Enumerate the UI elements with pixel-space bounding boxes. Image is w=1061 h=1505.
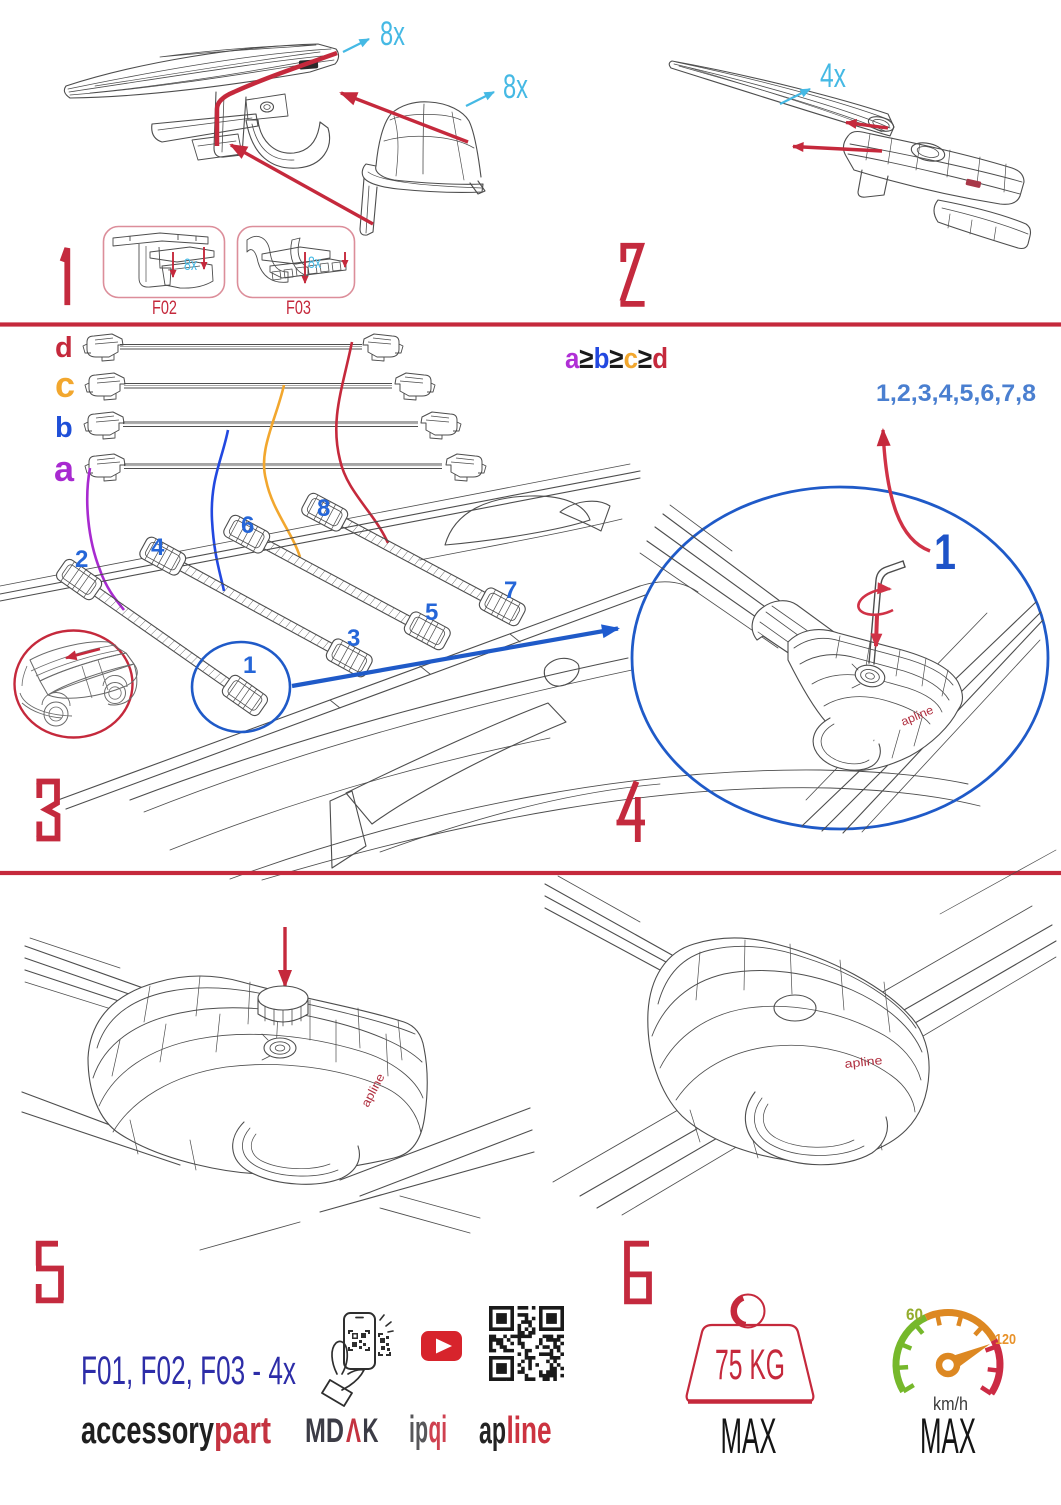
- svg-text:accessory: accessory: [81, 1410, 214, 1452]
- svg-text:F03: F03: [286, 298, 311, 319]
- svg-text:3: 3: [347, 625, 360, 652]
- svg-text:apline: apline: [844, 1053, 884, 1071]
- svg-text:c: c: [55, 364, 75, 405]
- svg-text:6: 6: [241, 512, 254, 539]
- svg-text:ip: ip: [409, 1409, 428, 1451]
- svg-text:MAX: MAX: [721, 1408, 777, 1464]
- svg-text:MD: MD: [305, 1412, 344, 1450]
- svg-text:ap: ap: [479, 1410, 506, 1452]
- svg-text:a≥b≥c≥d: a≥b≥c≥d: [565, 343, 668, 375]
- svg-text:7: 7: [504, 577, 517, 604]
- svg-text:8: 8: [317, 495, 330, 522]
- svg-text:1: 1: [243, 652, 256, 679]
- svg-text:4x: 4x: [820, 57, 846, 95]
- svg-text:8x: 8x: [503, 68, 528, 106]
- svg-text:d: d: [55, 332, 73, 364]
- svg-text:qi: qi: [429, 1409, 448, 1451]
- svg-text:F01, F02, F03 - 4x: F01, F02, F03 - 4x: [81, 1349, 296, 1393]
- svg-text:K: K: [363, 1412, 379, 1450]
- svg-text:F02: F02: [152, 298, 177, 319]
- svg-text:60: 60: [906, 1305, 923, 1324]
- svg-text:75 KG: 75 KG: [715, 1341, 785, 1389]
- svg-text:120: 120: [995, 1331, 1016, 1348]
- svg-text:5: 5: [425, 599, 438, 626]
- svg-text:line: line: [507, 1410, 552, 1452]
- svg-text:MAX: MAX: [920, 1408, 976, 1464]
- svg-text:km/h: km/h: [933, 1394, 968, 1414]
- svg-text:b: b: [55, 412, 73, 444]
- svg-text:8x: 8x: [380, 15, 405, 53]
- svg-text:1: 1: [934, 524, 956, 580]
- svg-text:Λ: Λ: [346, 1412, 361, 1450]
- svg-text:8x: 8x: [184, 255, 197, 274]
- svg-text:2: 2: [75, 546, 88, 573]
- svg-text:a: a: [54, 448, 75, 489]
- svg-text:4: 4: [151, 534, 165, 561]
- svg-text:part: part: [214, 1410, 271, 1452]
- svg-text:1,2,3,4,5,6,7,8: 1,2,3,4,5,6,7,8: [876, 380, 1036, 407]
- svg-text:8x: 8x: [308, 253, 321, 272]
